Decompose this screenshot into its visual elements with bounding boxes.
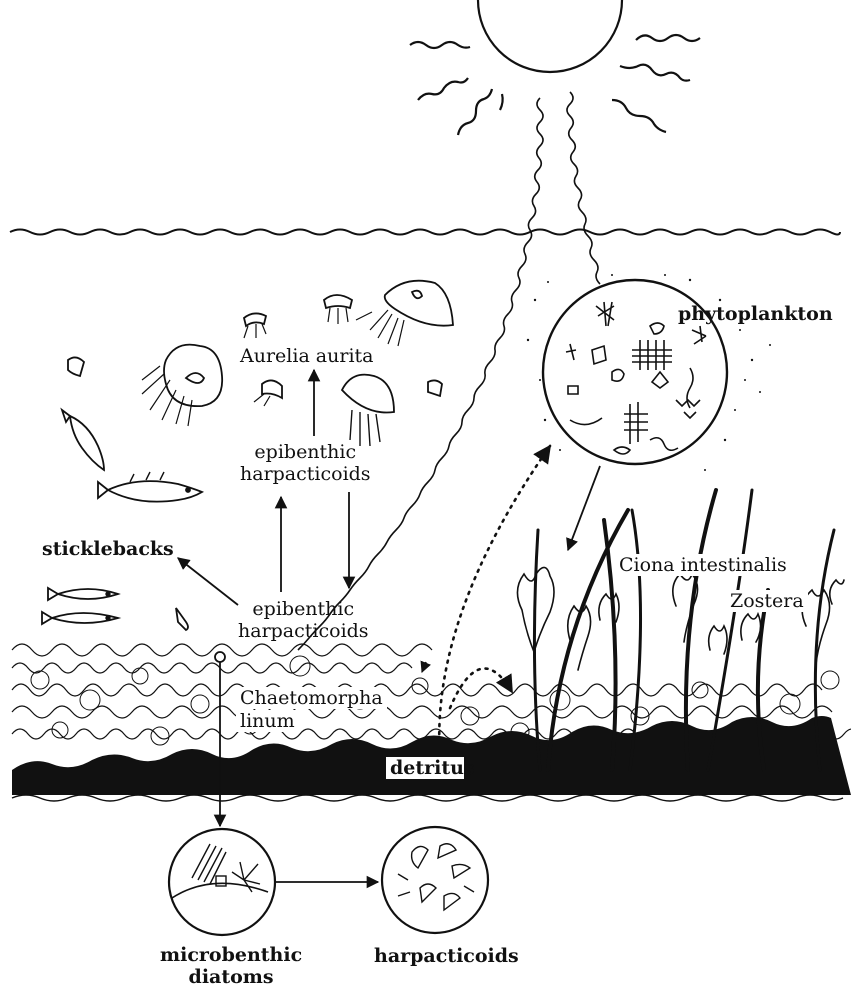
water-surface <box>10 230 840 235</box>
diatom-circle-icon <box>169 829 275 935</box>
label-epibenthic-lower-line2: harpacticoids <box>238 620 369 642</box>
label-microbenthic-diatoms: microbenthic diatoms <box>160 944 302 988</box>
label-epibenthic-upper-line2: harpacticoids <box>240 463 371 485</box>
arrow-phyto-to-ciona <box>568 466 600 550</box>
harpacticoid-circle-icon <box>382 827 488 933</box>
arrow-epibenthic-to-sticklebacks <box>178 558 238 605</box>
label-zostera: Zostera <box>726 590 808 612</box>
label-phytoplankton: phytoplankton <box>678 303 833 325</box>
label-ciona-intestinalis: Ciona intestinalis <box>615 554 791 576</box>
chaetomorpha-marker <box>215 652 225 662</box>
sun-icon <box>410 0 700 135</box>
label-detritus: detritus <box>390 757 475 779</box>
label-epibenthic-upper-line1: epibenthic <box>240 441 371 463</box>
label-epibenthic-lower-line1: epibenthic <box>238 598 369 620</box>
label-epibenthic-harpacticoids-upper: epibenthic harpacticoids <box>240 441 371 485</box>
sunlight-ray-right <box>567 92 605 298</box>
label-chaetomorpha: Chaetomorpha <box>236 687 387 709</box>
stickleback-fish-icon <box>42 410 202 624</box>
label-epibenthic-harpacticoids-lower: epibenthic harpacticoids <box>238 598 369 642</box>
label-aurelia-aurita: Aurelia aurita <box>240 345 374 367</box>
label-sticklebacks: sticklebacks <box>42 538 174 560</box>
label-harpacticoids: harpacticoids <box>374 945 519 967</box>
sunlight-ray-left <box>298 98 543 672</box>
label-diatoms-line1: microbenthic <box>160 944 302 966</box>
label-linum: linum <box>236 710 299 732</box>
label-diatoms-line2: diatoms <box>160 966 302 988</box>
